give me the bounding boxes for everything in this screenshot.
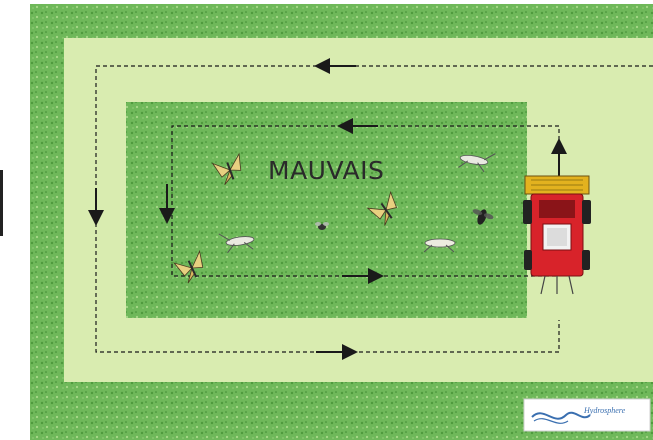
hydrosphere-logo: Hydrosphere xyxy=(524,399,650,431)
harvester-icon xyxy=(523,176,591,294)
logo-text: Hydrosphere xyxy=(583,406,626,415)
diagram-title: MAUVAIS xyxy=(268,156,384,185)
left-margin xyxy=(0,0,30,440)
edge-marker xyxy=(0,170,3,236)
